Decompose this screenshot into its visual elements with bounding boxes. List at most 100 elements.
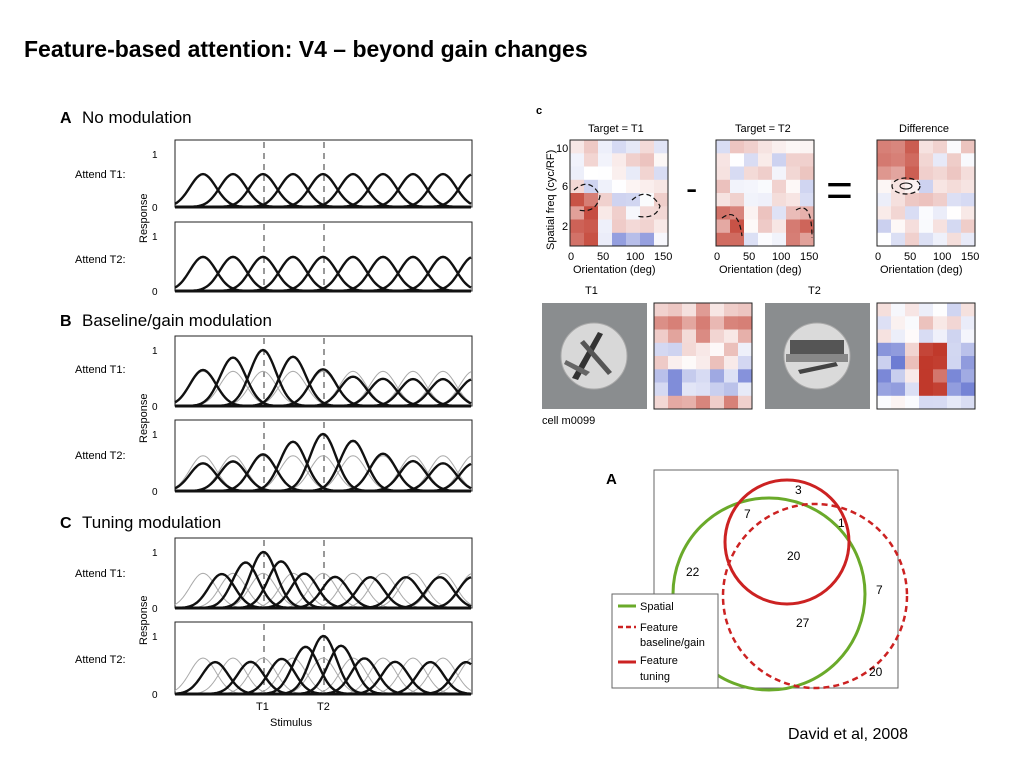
legend-label-feature-tuning: Feature (640, 655, 678, 667)
heatmap-cell (654, 329, 669, 344)
heatmap-cell (696, 395, 711, 410)
heatmap-cell (744, 219, 759, 234)
heatmap-cell (905, 342, 920, 357)
heatmap-ytick: 6 (562, 181, 568, 193)
heatmap-cell (640, 219, 655, 234)
heatmap-cell (961, 395, 976, 410)
heatmap-cell (905, 193, 920, 207)
ytick-1: 1 (152, 430, 158, 441)
heatmap-cell (947, 382, 962, 397)
heatmap-cell (919, 219, 934, 234)
heatmap-cell (961, 382, 976, 397)
tuning-curve (175, 661, 472, 696)
heatmap-cell (933, 382, 948, 397)
heatmap-cell (891, 140, 906, 154)
contour-line (891, 177, 921, 195)
heatmap-cell (800, 179, 815, 194)
heatmap-cell (919, 140, 934, 154)
heatmap-cell (724, 395, 739, 410)
heatmap-cell (877, 153, 892, 167)
heatmap-cell (905, 140, 920, 154)
heatmap-cell (738, 356, 753, 370)
heatmap-cell (598, 206, 613, 220)
heatmap-cell (891, 316, 906, 330)
heatmap-cell (744, 140, 759, 154)
heatmap-cell (654, 303, 669, 317)
heatmap-cell (682, 342, 697, 357)
ytick-0: 0 (152, 402, 158, 413)
heatmap-cell (654, 219, 669, 234)
heatmap-cell (738, 316, 753, 330)
heatmap-cell (905, 369, 920, 383)
heatmap-cell (744, 232, 759, 247)
venn-count: 27 (796, 616, 810, 630)
tuning-curves-figure: A No modulation B Baseline/gain modulati… (60, 108, 473, 729)
row-label-a-t1: Attend T1: (75, 169, 126, 181)
heatmap-cell (716, 219, 731, 234)
heatmap-cell (961, 303, 976, 317)
heatmap-cell (772, 232, 787, 247)
heatmap-cell (877, 329, 892, 344)
circle-feature-tuning (723, 478, 851, 606)
heatmap-cell (786, 153, 801, 167)
heatmap-cell (710, 382, 725, 397)
heatmap-cell (933, 232, 948, 247)
heatmap-cell (724, 369, 739, 383)
heatmap-cell (947, 179, 962, 194)
heatmap-cell (877, 140, 892, 154)
heatmap-cell (626, 153, 641, 167)
stimulus-map-t1 (653, 302, 753, 410)
heatmap-cell (570, 153, 585, 167)
heatmap-cell (724, 356, 739, 370)
heatmap-cell (682, 329, 697, 344)
heatmap-cell (891, 179, 906, 194)
heatmap-cell (710, 395, 725, 410)
heatmap-cell (877, 166, 892, 181)
heatmap-cell (612, 179, 627, 194)
row-label-a-t2: Attend T2: (75, 254, 126, 266)
heatmap-cell (961, 232, 976, 247)
heatmap-cell (772, 166, 787, 181)
heatmap-cell (947, 232, 962, 247)
heatmap-cell (654, 166, 669, 181)
heatmap-cell (738, 329, 753, 344)
map-title-difference: Difference (899, 123, 949, 135)
heatmap-cell (612, 193, 627, 207)
heatmap-xtick: 0 (568, 251, 574, 263)
heatmap-cell (961, 219, 976, 234)
heatmap-cell (668, 369, 683, 383)
heatmap-cell (772, 179, 787, 194)
heatmap-cell (696, 382, 711, 397)
heatmap-xtick: 100 (933, 251, 951, 263)
venn-count: 20 (869, 665, 883, 679)
heatmap-cell (668, 382, 683, 397)
heatmap-cell (626, 179, 641, 194)
heatmap-cell (961, 179, 976, 194)
heatmap-cell (800, 153, 815, 167)
heatmap-cell (570, 193, 585, 207)
tuning-curve (175, 256, 472, 293)
heatmap-cell (744, 153, 759, 167)
heatmap-cell (696, 329, 711, 344)
venn-legend (611, 593, 719, 689)
heatmap-cell (772, 206, 787, 220)
heatmap-cell (584, 232, 599, 247)
heatmap-cell (710, 369, 725, 383)
heatmap-cell (682, 395, 697, 410)
heatmap-cell (905, 316, 920, 330)
heatmap-cell (738, 369, 753, 383)
heatmap-cell (612, 140, 627, 154)
venn-frame (653, 469, 899, 689)
heatmap-panel-letter: c (536, 105, 542, 117)
tuning-curve (175, 378, 472, 408)
heatmap-cell (933, 193, 948, 207)
heatmap-cell (570, 219, 585, 234)
heatmap-cell (654, 232, 669, 247)
heatmap-cell (626, 232, 641, 247)
heatmap-cell (626, 219, 641, 234)
heatmap-cell (961, 342, 976, 357)
venn-count: 22 (686, 565, 700, 579)
heatmap-cell (905, 232, 920, 247)
heatmap-cell (961, 193, 976, 207)
heatmap-cell (584, 219, 599, 234)
